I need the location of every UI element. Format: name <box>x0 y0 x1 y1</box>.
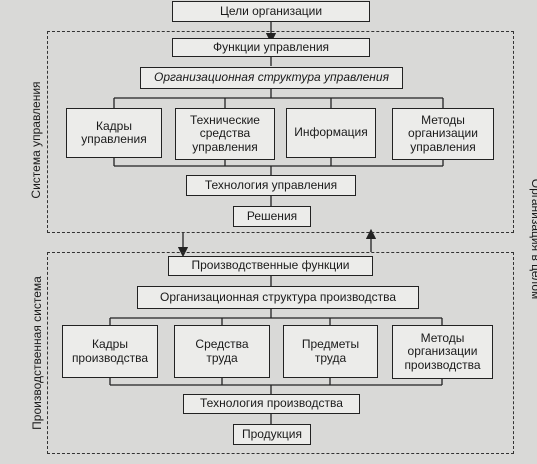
management-system-label: Система управления <box>29 81 43 199</box>
production-element-methods: Методы организации производства <box>392 325 493 379</box>
production-technology-box: Технология производства <box>183 394 360 414</box>
production-structure-box: Организационная структура производства <box>137 286 419 309</box>
production-element-means: Средства труда <box>174 325 270 378</box>
production-system-group <box>47 252 514 454</box>
production-functions-box: Производственные функции <box>168 256 373 276</box>
management-element-methods: Методы организации управления <box>392 108 494 160</box>
production-element-staff: Кадры производства <box>62 325 158 378</box>
decisions-box: Решения <box>233 206 311 227</box>
product-box: Продукция <box>233 424 311 445</box>
management-structure-box: Организационная структура управления <box>140 67 403 89</box>
management-element-staff: Кадры управления <box>66 108 162 158</box>
production-element-objects: Предметы труда <box>283 325 378 378</box>
production-system-label: Производственная система <box>30 276 44 430</box>
goals-box: Цели организации <box>172 1 370 22</box>
whole-organization-label: Организация в целом <box>529 178 537 300</box>
management-functions-box: Функции управления <box>172 38 370 57</box>
management-element-information: Информация <box>286 108 376 158</box>
management-system-group <box>47 31 514 233</box>
management-technology-box: Технология управления <box>186 175 356 196</box>
management-element-tech-means: Технические средства управления <box>175 108 275 160</box>
